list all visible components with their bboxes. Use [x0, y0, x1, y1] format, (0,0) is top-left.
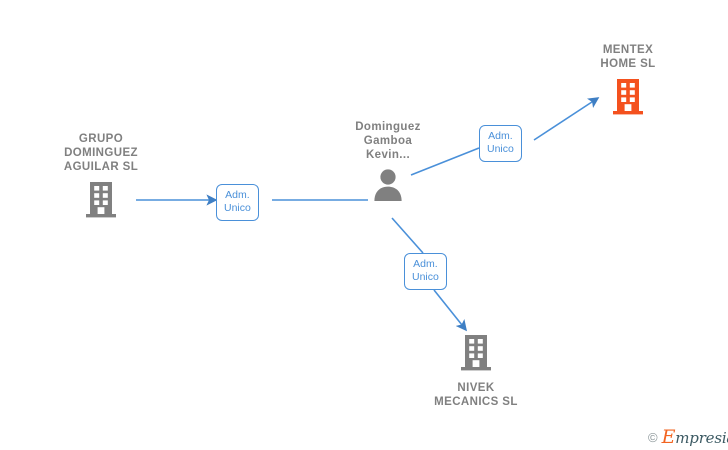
building-icon	[84, 179, 118, 224]
building-icon	[459, 332, 493, 377]
edge-line-mentex-label-to-company	[533, 97, 600, 141]
node-label-person: Dominguez Gamboa Kevin...	[355, 121, 421, 161]
brand-initial: E	[661, 426, 676, 448]
copyright-icon: ©	[648, 430, 658, 445]
brand-logo-text: Empresia	[662, 428, 728, 447]
edge-label-adm-unico-nivek[interactable]: Adm. Unico	[404, 253, 447, 290]
node-person-dominguez-gamboa-kevin[interactable]: Dominguez Gamboa Kevin...	[313, 120, 463, 206]
node-label-grupo: GRUPO DOMINGUEZ AGUILAR SL	[63, 133, 139, 173]
person-icon	[371, 167, 405, 206]
edge-label-adm-unico-mentex[interactable]: Adm. Unico	[479, 125, 522, 162]
edge-line-nivek-label-to-company	[433, 289, 467, 332]
edge-label-adm-unico-grupo[interactable]: Adm. Unico	[216, 184, 259, 221]
node-label-mentex: MENTEX HOME SL	[600, 44, 656, 70]
edge-line-person-to-mentex-label	[410, 147, 480, 176]
node-company-grupo-dominguez-aguilar[interactable]: GRUPO DOMINGUEZ AGUILAR SL	[26, 132, 176, 224]
empresia-watermark: © Empresia	[648, 428, 728, 447]
edge-line-person-to-nivek-label	[391, 217, 424, 254]
brand-rest: mpresia	[675, 429, 728, 447]
building-icon	[611, 76, 645, 121]
node-company-nivek-mecanics[interactable]: NIVEK MECANICS SL	[401, 332, 551, 409]
node-company-mentex[interactable]: MENTEX HOME SL	[553, 43, 703, 121]
node-label-nivek: NIVEK MECANICS SL	[434, 382, 518, 408]
